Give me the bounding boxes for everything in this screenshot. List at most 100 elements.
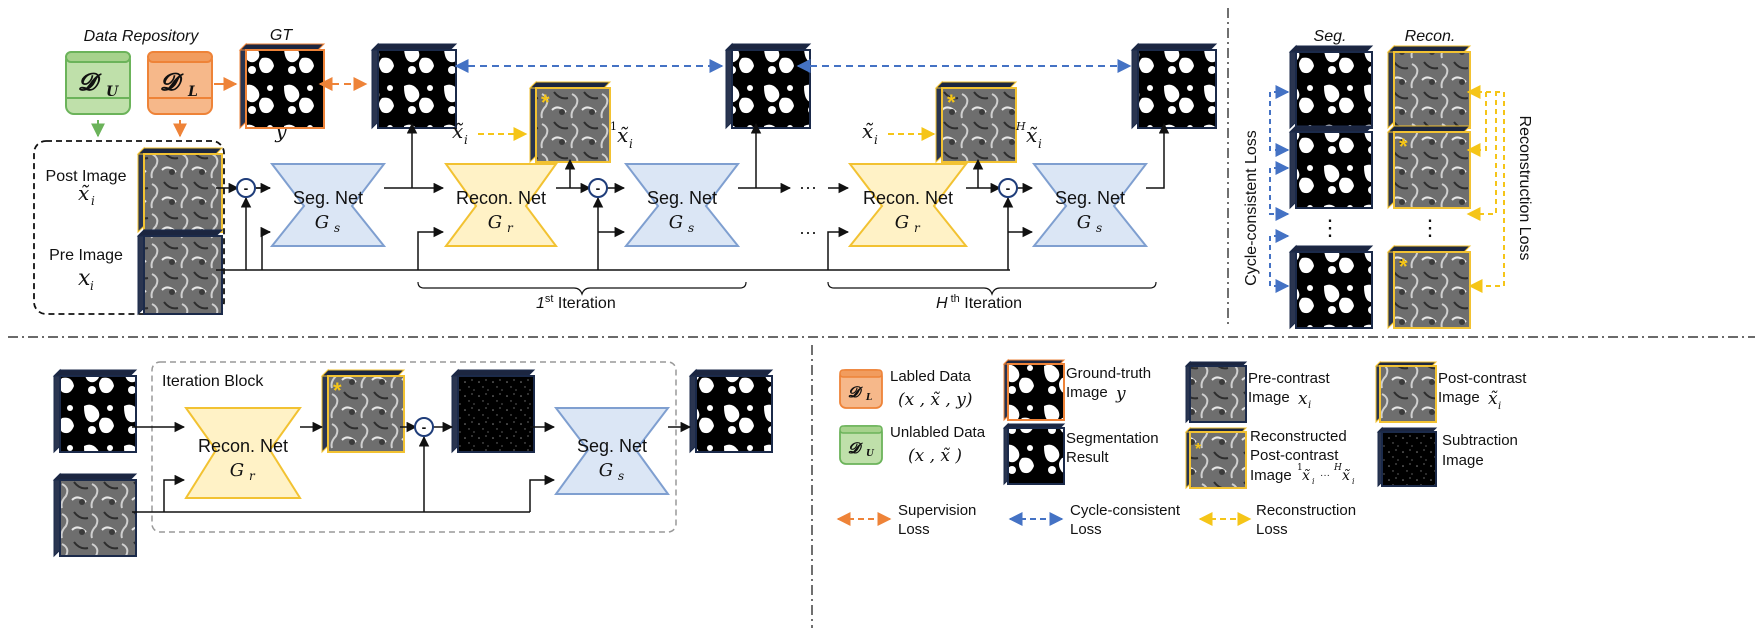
recon-net-1: Recon. Net G r [444,163,558,247]
svg-text:Image: Image [1066,384,1108,401]
recon-net-h: Recon. Net G r [847,163,969,247]
right-recon-2: * [1386,124,1472,210]
svg-text:i: i [874,133,878,147]
legend-seg-label: Segmentation [1066,430,1159,447]
bottom-seg-input [52,368,138,454]
svg-text:U: U [866,449,875,459]
seg-output-1 [370,42,458,130]
legend-labeled-title: Labled Data [890,368,972,385]
svg-text:i: i [1498,401,1501,412]
legend-post-label: Post-contrast [1438,370,1527,387]
svg-text:Loss: Loss [898,521,930,538]
svg-text:Image: Image [1438,389,1480,406]
svg-text:Image: Image [1250,467,1292,484]
svg-text:G: G [488,212,502,233]
svg-text:1: 1 [610,120,617,133]
svg-text:r: r [249,469,256,483]
svg-text:Image: Image [1248,389,1290,406]
svg-text:-: - [1006,180,1011,196]
svg-text:G: G [315,212,329,233]
svg-text:s: s [688,221,694,235]
svg-text:Image: Image [1442,452,1484,469]
legend-post-image [1374,360,1438,424]
svg-text:G: G [230,460,244,481]
seg-column-header: Seg. [1314,28,1347,45]
svg-text:G: G [669,212,683,233]
seg-net-1: Seg. Net G s [269,163,387,247]
right-cycle-arrows [1269,85,1290,293]
legend-supervision-label: Supervision [898,502,976,519]
legend-seg-image [1002,422,1066,486]
du-sub: U [106,84,119,100]
svg-text:Seg. Net: Seg. Net [1055,188,1125,208]
svg-text:s: s [1096,221,1102,235]
legend-recon-loss-label: Reconstruction [1256,502,1356,519]
legend-sub-label: Subtraction [1442,432,1518,449]
section-dividers [8,8,1755,628]
recon-output-1: * [528,80,612,164]
svg-text:Recon. Net: Recon. Net [863,188,953,208]
seg-net-2: Seg. Net G s [623,163,741,247]
legend-unlabeled-title: Unlabled Data [890,424,986,441]
svg-text:Recon. Net: Recon. Net [456,188,546,208]
subtract-op-3: - [998,178,1018,198]
xt-input-1: x̃ [452,119,464,143]
legend-gt-image [1002,358,1066,422]
labeled-db-icon: 𝓓 L [147,51,213,115]
seg-output-h [1130,42,1218,130]
legend-recon-label: Reconstructed [1250,428,1347,445]
seg-net-h: Seg. Net G s [1031,163,1149,247]
svg-text:y: y [1115,384,1126,404]
svg-text:G: G [599,460,613,481]
right-seg-3 [1288,244,1374,330]
legend-recon-image: * [1184,426,1248,490]
svg-text:i: i [629,137,633,151]
ellipsis-bottom: ··· [799,222,817,242]
svg-text:x̃: x̃ [1342,468,1350,484]
legend-labeled-icon: 𝓓 L [839,369,883,409]
iteration-block-label: Iteration Block [162,373,264,390]
recon-column-header: Recon. [1405,28,1456,45]
svg-text:Result: Result [1066,449,1109,466]
right-seg-2 [1288,124,1374,210]
dl-sub: L [187,84,198,100]
svg-text:···: ··· [1320,470,1330,481]
svg-text:L: L [865,393,872,403]
recon-output-h-label: x̃ [1026,123,1038,147]
unlabeled-db-icon: 𝓓 U [65,51,131,115]
recon-dots: ⋮ [1419,215,1441,240]
bottom-recon-output: * [320,368,406,454]
asterisk-marker: * [333,378,342,403]
right-recon-arrows [1466,85,1505,293]
iteration-block-box [151,361,677,533]
svg-text:G: G [895,212,909,233]
svg-text:Loss: Loss [1256,521,1288,538]
svg-text:Seg. Net: Seg. Net [293,188,363,208]
post-image-symbol: x̃ [78,181,90,205]
input-box [33,140,225,315]
svg-text:s: s [334,221,340,235]
asterisk-marker: * [1399,254,1408,279]
asterisk-marker: * [1399,134,1408,159]
pre-image [136,228,224,316]
gt-label: GT [270,27,293,44]
right-seg-1 [1288,44,1374,130]
bottom-recon-net: Recon. Net G r [184,407,302,499]
svg-text:-: - [596,180,601,196]
svg-text:i: i [1038,137,1042,151]
bottom-lines [132,421,692,513]
cycle-loss-side-label: Cycle-consistent Loss [1243,130,1260,286]
svg-text:-: - [244,180,249,196]
svg-text:1: 1 [1297,463,1303,473]
legend-gt-label: Ground-truth [1066,365,1151,382]
asterisk-marker: * [947,90,956,115]
svg-text:H: H [1015,120,1026,133]
seg-output-2 [724,42,812,130]
svg-text:r: r [507,221,514,235]
right-recon-3: * [1386,244,1472,330]
svg-text:Loss: Loss [1070,521,1102,538]
data-repository-label: Data Repository [84,28,200,45]
iteration-h-brace [827,281,1157,296]
pre-image-label: Pre Image [49,247,123,264]
legend-pre-image [1184,360,1248,424]
